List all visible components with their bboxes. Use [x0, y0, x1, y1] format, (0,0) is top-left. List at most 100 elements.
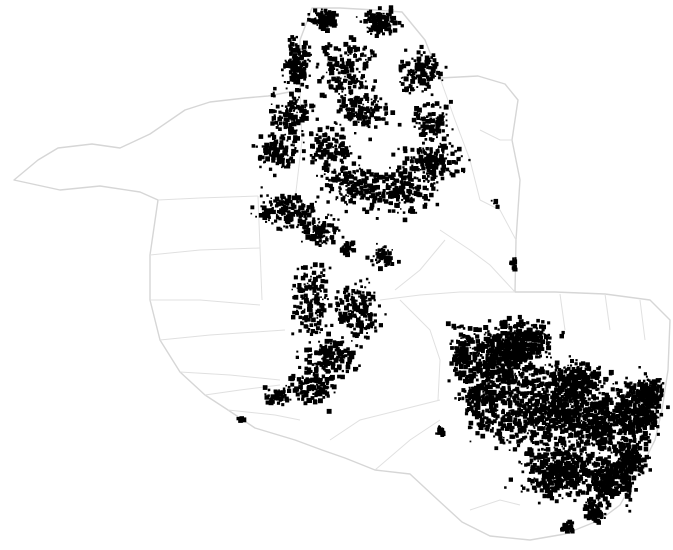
occurrence-point	[415, 190, 418, 193]
occurrence-point	[298, 315, 302, 320]
occurrence-point	[528, 429, 530, 432]
occurrence-point	[402, 160, 408, 166]
occurrence-point	[261, 145, 264, 148]
occurrence-point	[515, 422, 519, 426]
occurrence-point	[305, 63, 308, 66]
occurrence-point	[528, 362, 533, 368]
occurrence-point	[586, 401, 590, 406]
occurrence-point	[534, 423, 538, 427]
occurrence-point	[329, 57, 333, 61]
occurrence-point	[407, 71, 411, 74]
occurrence-point	[375, 107, 380, 112]
occurrence-point	[309, 202, 314, 208]
occurrence-point	[590, 425, 595, 429]
occurrence-point	[568, 420, 573, 425]
occurrence-point	[505, 390, 510, 395]
occurrence-point	[431, 53, 436, 57]
occurrence-point	[318, 135, 322, 139]
occurrence-point	[402, 88, 406, 92]
occurrence-point	[350, 242, 353, 245]
occurrence-point	[371, 18, 376, 23]
occurrence-point	[363, 335, 367, 339]
occurrence-point	[380, 252, 385, 257]
occurrence-point	[413, 111, 419, 116]
occurrence-point	[324, 11, 329, 16]
occurrence-point	[634, 397, 639, 402]
occurrence-point	[465, 362, 470, 368]
occurrence-point	[361, 171, 367, 177]
occurrence-point	[355, 299, 358, 302]
occurrence-point	[345, 364, 351, 370]
occurrence-point	[598, 406, 601, 409]
occurrence-point	[349, 98, 353, 102]
occurrence-point	[310, 206, 315, 211]
occurrence-point	[316, 13, 319, 16]
occurrence-point	[335, 85, 341, 90]
occurrence-point	[304, 347, 309, 353]
occurrence-point	[304, 381, 308, 385]
occurrence-point	[329, 224, 333, 228]
occurrence-point	[287, 115, 292, 120]
occurrence-point	[275, 161, 280, 166]
occurrence-point	[314, 159, 317, 162]
occurrence-point	[307, 367, 312, 372]
occurrence-point	[512, 265, 517, 270]
occurrence-point	[400, 77, 403, 79]
occurrence-point	[316, 320, 322, 326]
occurrence-point	[269, 141, 275, 147]
occurrence-point	[435, 117, 438, 120]
occurrence-point	[340, 374, 345, 380]
occurrence-point	[319, 331, 321, 334]
occurrence-point	[288, 206, 291, 210]
occurrence-point	[545, 422, 548, 425]
occurrence-point	[547, 414, 552, 419]
occurrence-point	[559, 450, 563, 454]
occurrence-point	[355, 77, 359, 81]
occurrence-point	[555, 486, 560, 491]
occurrence-point	[296, 78, 301, 82]
occurrence-point	[429, 170, 435, 175]
occurrence-point	[324, 353, 328, 356]
occurrence-point	[304, 287, 309, 291]
occurrence-point	[545, 386, 549, 390]
occurrence-point	[330, 126, 335, 132]
occurrence-point	[549, 496, 555, 501]
occurrence-point	[435, 130, 437, 133]
occurrence-point	[337, 341, 343, 347]
occurrence-point	[278, 127, 282, 131]
occurrence-point	[302, 297, 305, 300]
occurrence-point	[558, 493, 562, 497]
occurrence-point	[539, 484, 542, 487]
occurrence-point	[543, 471, 547, 474]
occurrence-point	[338, 65, 342, 68]
occurrence-point	[500, 324, 505, 329]
occurrence-point	[588, 425, 592, 429]
occurrence-point	[392, 28, 398, 33]
occurrence-point	[567, 416, 573, 422]
occurrence-point	[324, 293, 328, 297]
occurrence-point	[435, 432, 438, 435]
occurrence-point	[288, 129, 294, 135]
occurrence-point	[318, 310, 321, 312]
occurrence-point	[560, 442, 563, 446]
occurrence-point	[638, 413, 642, 416]
occurrence-point	[616, 406, 621, 411]
occurrence-point	[582, 446, 587, 451]
occurrence-point	[486, 349, 488, 352]
occurrence-point	[548, 404, 551, 408]
occurrence-point	[321, 222, 327, 228]
occurrence-point	[410, 87, 415, 92]
occurrence-point	[442, 151, 445, 154]
occurrence-point	[303, 265, 308, 270]
occurrence-point	[412, 156, 416, 159]
occurrence-point	[320, 76, 324, 80]
occurrence-point	[328, 53, 330, 55]
occurrence-point	[320, 381, 325, 387]
occurrence-point	[327, 163, 331, 167]
occurrence-point	[384, 172, 389, 177]
occurrence-point	[429, 59, 432, 63]
occurrence-point	[306, 212, 312, 218]
occurrence-point	[346, 245, 352, 251]
occurrence-point	[563, 456, 568, 461]
occurrence-point	[555, 418, 559, 422]
